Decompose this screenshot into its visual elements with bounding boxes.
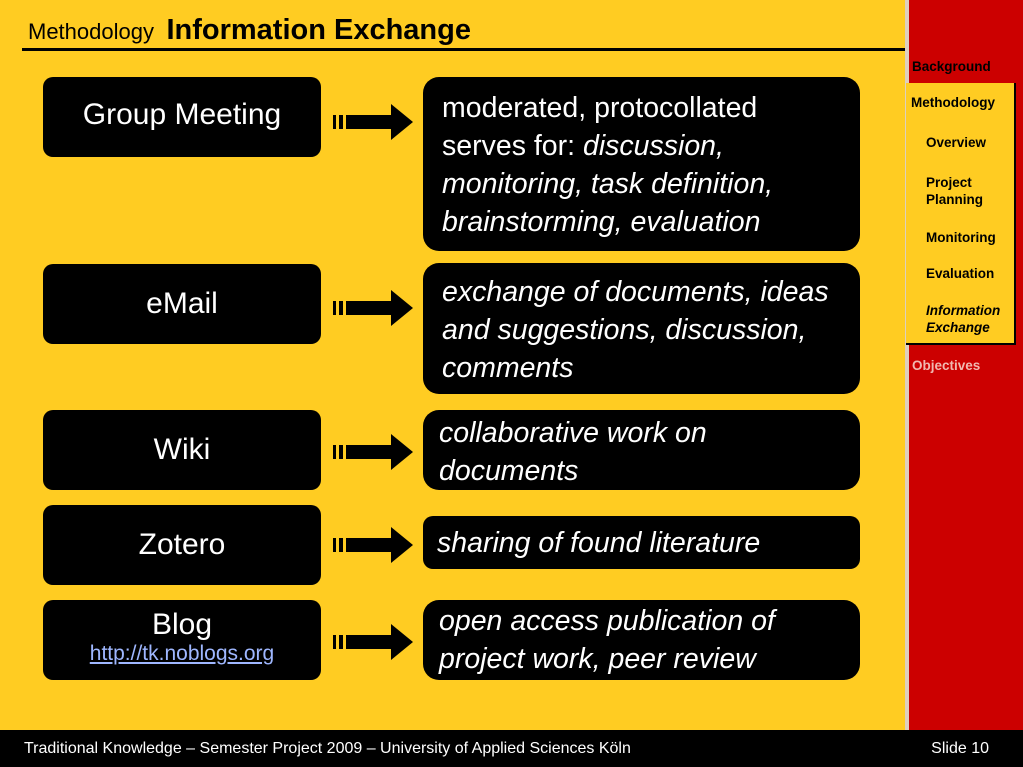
zotero-italic-text: sharing of found literature — [437, 527, 761, 559]
blog-box: Blog http://tk.noblogs.org — [43, 600, 321, 680]
email-description: exchange of documents, ideas and suggest… — [423, 263, 860, 394]
blog-link[interactable]: http://tk.noblogs.org — [89, 642, 275, 665]
group-meeting-box: Group Meeting — [43, 77, 321, 157]
blog-description: open access publication of project work,… — [423, 600, 860, 680]
email-label: eMail — [146, 287, 218, 320]
sidebar-item-project-planning[interactable]: Project Planning — [926, 175, 983, 207]
group-meeting-italic-text: discussion, monitoring, task definition,… — [442, 130, 774, 238]
sidebar-item-objectives[interactable]: Objectives — [912, 358, 981, 373]
slide-number: Slide 10 — [931, 740, 989, 757]
arrow-right-icon — [333, 527, 413, 563]
blog-label: Blog — [151, 608, 213, 641]
slide-content: Methodology Information Exchange Group M… — [22, 14, 907, 680]
sidebar-item-background[interactable]: Background — [912, 59, 991, 74]
arrow-right-icon — [333, 434, 413, 470]
wiki-description: collaborative work on documents — [423, 410, 860, 490]
zotero-description: sharing of found literature — [423, 516, 860, 569]
zotero-box: Zotero — [43, 505, 321, 585]
section-label: Methodology — [28, 19, 154, 44]
footer-bar: Traditional Knowledge – Semester Project… — [0, 730, 1023, 767]
arrow-right-icon — [333, 290, 413, 326]
header-divider — [22, 48, 907, 51]
sidebar-item-evaluation[interactable]: Evaluation — [926, 266, 995, 281]
email-italic-text: exchange of documents, ideas and suggest… — [442, 276, 829, 384]
arrow-right-icon — [333, 624, 413, 660]
slide-header: Methodology Information Exchange — [28, 14, 471, 47]
group-meeting-label: Group Meeting — [82, 98, 282, 131]
group-meeting-description: moderated, protocollated serves for: dis… — [423, 77, 860, 251]
wiki-italic-text: collaborative work on documents — [439, 417, 707, 487]
sidebar-item-overview[interactable]: Overview — [926, 135, 987, 150]
arrow-right-icon — [333, 104, 413, 140]
sidebar-item-monitoring[interactable]: Monitoring — [926, 230, 996, 245]
sidebar-item-information-exchange[interactable]: Information Exchange — [926, 303, 1001, 335]
zotero-label: Zotero — [138, 528, 226, 561]
sidebar-active-section — [906, 83, 1016, 345]
email-box: eMail — [43, 264, 321, 344]
group-meeting-plain-text: moderated, protocollated serves for: — [442, 92, 758, 162]
sidebar-item-methodology[interactable]: Methodology — [911, 95, 995, 110]
wiki-label: Wiki — [153, 433, 211, 466]
wiki-box: Wiki — [43, 410, 321, 490]
slide-title: Information Exchange — [166, 14, 471, 46]
footer-text: Traditional Knowledge – Semester Project… — [24, 740, 631, 757]
sidebar-stripe — [905, 0, 909, 730]
blog-italic-text: open access publication of project work,… — [439, 605, 775, 675]
